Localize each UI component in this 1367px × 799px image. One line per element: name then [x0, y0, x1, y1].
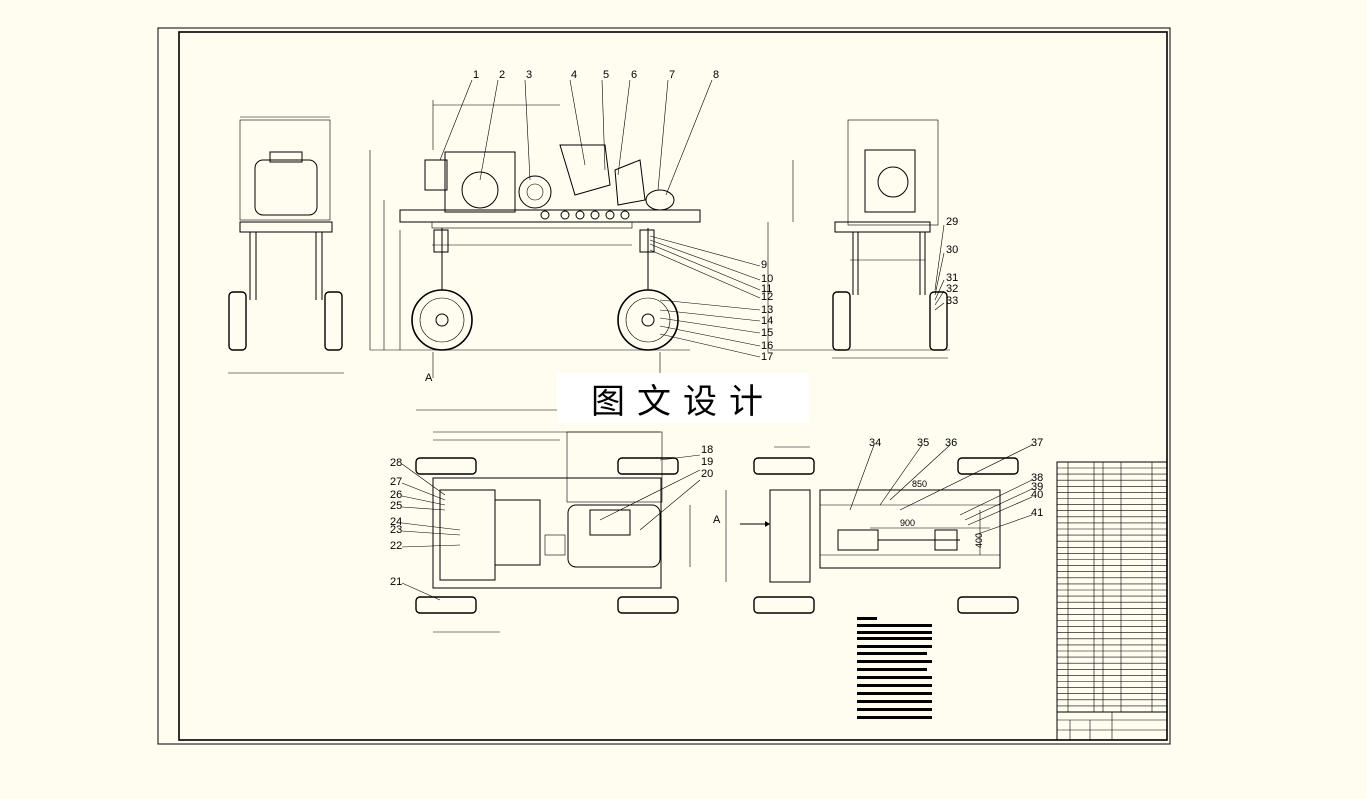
balloon-38: 38: [1031, 472, 1043, 484]
balloon-31: 31: [946, 272, 958, 284]
balloon-30: 30: [946, 244, 958, 256]
inner-frame: [178, 31, 1168, 741]
front-view: [228, 116, 344, 374]
plan-view-left: [415, 409, 701, 633]
balloon-6: 6: [631, 69, 637, 81]
balloon-37: 37: [1031, 437, 1043, 449]
balloons-main: 1 2 3 4 5 6 7 8: [439, 69, 719, 196]
balloons-plan-top: 18 19 20: [701, 444, 713, 480]
dimension-900: 900: [900, 518, 915, 528]
balloon-12: 12: [761, 291, 773, 303]
balloons-plan2: 34 35 36 37 38 39 40 41 A 850 900 400: [713, 437, 1043, 548]
balloon-24: 24: [390, 516, 402, 528]
balloon-10: 10: [761, 273, 773, 285]
balloon-28: 28: [390, 457, 402, 469]
balloon-23: 23: [390, 524, 402, 536]
balloon-29: 29: [946, 216, 958, 228]
technical-notes: [857, 617, 932, 719]
balloon-33: 33: [946, 295, 958, 307]
balloon-7: 7: [669, 69, 675, 81]
parts-list: [1056, 461, 1168, 741]
balloon-19: 19: [701, 456, 713, 468]
balloon-1: 1: [473, 69, 479, 81]
balloons-right: 9 10 11 12 13 14 15 16 17: [649, 235, 773, 363]
balloon-25: 25: [390, 500, 402, 512]
balloon-4: 4: [571, 69, 577, 81]
balloon-11: 11: [761, 283, 772, 295]
balloon-34: 34: [869, 437, 881, 449]
balloon-14: 14: [761, 315, 773, 327]
balloon-13: 13: [761, 304, 773, 316]
balloon-5: 5: [603, 69, 609, 81]
section-mark-a: A: [425, 372, 433, 384]
dimension-400: 400: [974, 533, 984, 548]
balloon-3: 3: [526, 69, 532, 81]
balloon-21: 21: [390, 576, 402, 588]
dimension-850: 850: [912, 479, 927, 489]
side-view: [369, 100, 701, 378]
balloon-9: 9: [761, 259, 767, 271]
balloon-18: 18: [701, 444, 713, 456]
balloon-41: 41: [1031, 507, 1043, 519]
balloon-26: 26: [390, 489, 402, 501]
balloon-27: 27: [390, 476, 402, 488]
balloon-32: 32: [946, 283, 958, 295]
balloon-39: 39: [1031, 481, 1043, 493]
balloon-8: 8: [713, 69, 719, 81]
section-view: [725, 444, 1033, 614]
balloon-20: 20: [701, 468, 713, 480]
right-view: 29 30 31 32 33: [767, 119, 958, 359]
outer-frame: [157, 27, 1171, 745]
balloons-plan-left: 28 27 26 25 24 23 22 21: [390, 457, 461, 601]
balloon-17: 17: [761, 351, 773, 363]
balloon-40: 40: [1031, 489, 1043, 501]
balloon-35: 35: [917, 437, 929, 449]
balloon-15: 15: [761, 327, 773, 339]
balloon-16: 16: [761, 340, 773, 352]
balloon-2: 2: [499, 69, 505, 81]
balloon-22: 22: [390, 540, 402, 552]
watermark: 图文设计: [557, 373, 809, 423]
balloon-36: 36: [945, 437, 957, 449]
section-arrow-a: A: [713, 514, 721, 526]
